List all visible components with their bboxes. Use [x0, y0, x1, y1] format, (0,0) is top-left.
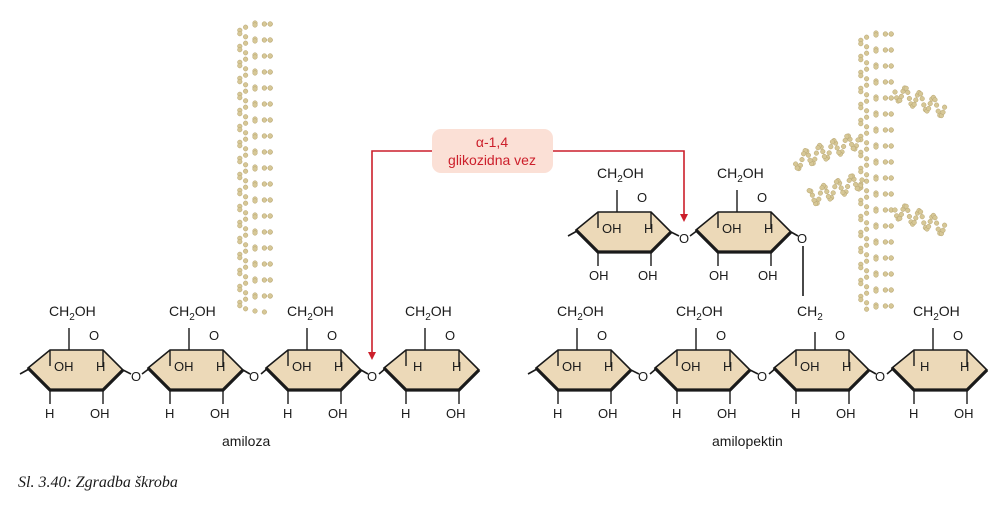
ring-oxygen-label: O — [597, 328, 607, 343]
amylopectin-label: amilopektin — [712, 433, 783, 449]
h-label: H — [644, 221, 653, 236]
ch2oh-label: CH2OH — [913, 303, 960, 323]
ring-oxygen-label: O — [716, 328, 726, 343]
glycosidic-oxygen-label: O — [875, 369, 885, 384]
oh-label: OH — [836, 406, 856, 421]
helix-branch-right-1 — [892, 85, 948, 119]
ch2oh-label: CH2OH — [717, 165, 764, 185]
ch2oh-label: CH2OH — [49, 303, 96, 323]
amylose-ring-2 — [146, 328, 245, 404]
amylopectin-ring-4 — [890, 328, 989, 404]
oh-label: OH — [722, 221, 742, 236]
glycosidic-oxygen-label: O — [367, 369, 377, 384]
h-label: H — [401, 406, 410, 421]
h-label: H — [791, 406, 800, 421]
h-label: H — [283, 406, 292, 421]
h-label: H — [96, 359, 105, 374]
amylopectin-branch: CH2OH O OH H OH OH O CH2OH O OH H OH OH … — [567, 165, 807, 296]
h-label: H — [604, 359, 613, 374]
oh-label: OH — [598, 406, 618, 421]
h-label: H — [216, 359, 225, 374]
oh-label: OH — [717, 406, 737, 421]
h-label: H — [165, 406, 174, 421]
ring-oxygen-label: O — [445, 328, 455, 343]
oh-label: OH — [446, 406, 466, 421]
oh-label: OH — [292, 359, 312, 374]
ring-oxygen-label: O — [89, 328, 99, 343]
amylose-ring-4 — [382, 328, 481, 404]
oh-label: OH — [709, 268, 729, 283]
ch2oh-label: CH2OH — [597, 165, 644, 185]
oh-label: OH — [174, 359, 194, 374]
glycosidic-oxygen-label: O — [249, 369, 259, 384]
ring-oxygen-label: O — [209, 328, 219, 343]
helix-branch-left-2 — [806, 173, 865, 207]
oh-label: OH — [210, 406, 230, 421]
ring-oxygen-label: O — [637, 190, 647, 205]
branch-ring-2 — [694, 190, 793, 266]
ch2-label: CH2 — [797, 303, 823, 323]
helix-branch-left-1 — [793, 133, 861, 172]
ch2oh-label: CH2OH — [405, 303, 452, 323]
amylose-ring-3 — [264, 328, 363, 404]
amylose-ring-1 — [26, 328, 125, 404]
glycosidic-oxygen-label: O — [638, 369, 648, 384]
annotation-line-1: α-1,4 — [476, 134, 508, 150]
oh-label: OH — [562, 359, 582, 374]
h-label: H — [960, 359, 969, 374]
glycosidic-oxygen-label: O — [757, 369, 767, 384]
h-label: H — [764, 221, 773, 236]
ch2oh-label: CH2OH — [287, 303, 334, 323]
helix-branch-right-2 — [892, 203, 948, 237]
h-label: H — [909, 406, 918, 421]
h-label: H — [553, 406, 562, 421]
amylopectin-ring-2 — [653, 328, 752, 404]
glycosidic-bond-annotation: α-1,4 glikozidna vez — [368, 129, 688, 360]
ch2oh-label: CH2OH — [676, 303, 723, 323]
h-label: H — [920, 359, 929, 374]
amylopectin-chain: CH2OH O OH H H OH O CH2OH O OH H H OH O — [527, 303, 989, 421]
ch2oh-label: CH2OH — [557, 303, 604, 323]
glycosidic-oxygen-label: O — [131, 369, 141, 384]
figure-caption: Sl. 3.40: Zgradba škroba — [18, 474, 178, 491]
glycosidic-oxygen-label: O — [797, 231, 807, 246]
annotation-line-2: glikozidna vez — [448, 152, 536, 168]
ring-oxygen-label: O — [953, 328, 963, 343]
oh-label: OH — [90, 406, 110, 421]
ring-oxygen-label: O — [757, 190, 767, 205]
h-label: H — [452, 359, 461, 374]
oh-label: OH — [800, 359, 820, 374]
annotation-box — [432, 129, 553, 173]
h-label: H — [334, 359, 343, 374]
amylose-chain: CH2OH O OH H H OH O CH2OH O OH H H OH O — [19, 303, 481, 421]
glycosidic-oxygen-label: O — [679, 231, 689, 246]
ring-oxygen-label: O — [327, 328, 337, 343]
h-label: H — [672, 406, 681, 421]
helix-group — [237, 20, 948, 315]
h-label: H — [413, 359, 422, 374]
branch-ring-1 — [574, 190, 673, 266]
amylopectin-ring-1 — [534, 328, 633, 404]
h-label: H — [723, 359, 732, 374]
h-label: H — [842, 359, 851, 374]
amylose-label: amiloza — [222, 433, 270, 449]
oh-label: OH — [681, 359, 701, 374]
oh-label: OH — [54, 359, 74, 374]
amylopectin-ring-3 — [772, 332, 871, 404]
amylose-helix — [237, 20, 273, 315]
oh-label: OH — [589, 268, 609, 283]
oh-label: OH — [328, 406, 348, 421]
oh-label: OH — [602, 221, 622, 236]
h-label: H — [45, 406, 54, 421]
oh-label: OH — [638, 268, 658, 283]
ch2oh-label: CH2OH — [169, 303, 216, 323]
oh-label: OH — [758, 268, 778, 283]
amylopectin-helix-main — [858, 30, 894, 312]
ring-oxygen-label: O — [835, 328, 845, 343]
oh-label: OH — [954, 406, 974, 421]
